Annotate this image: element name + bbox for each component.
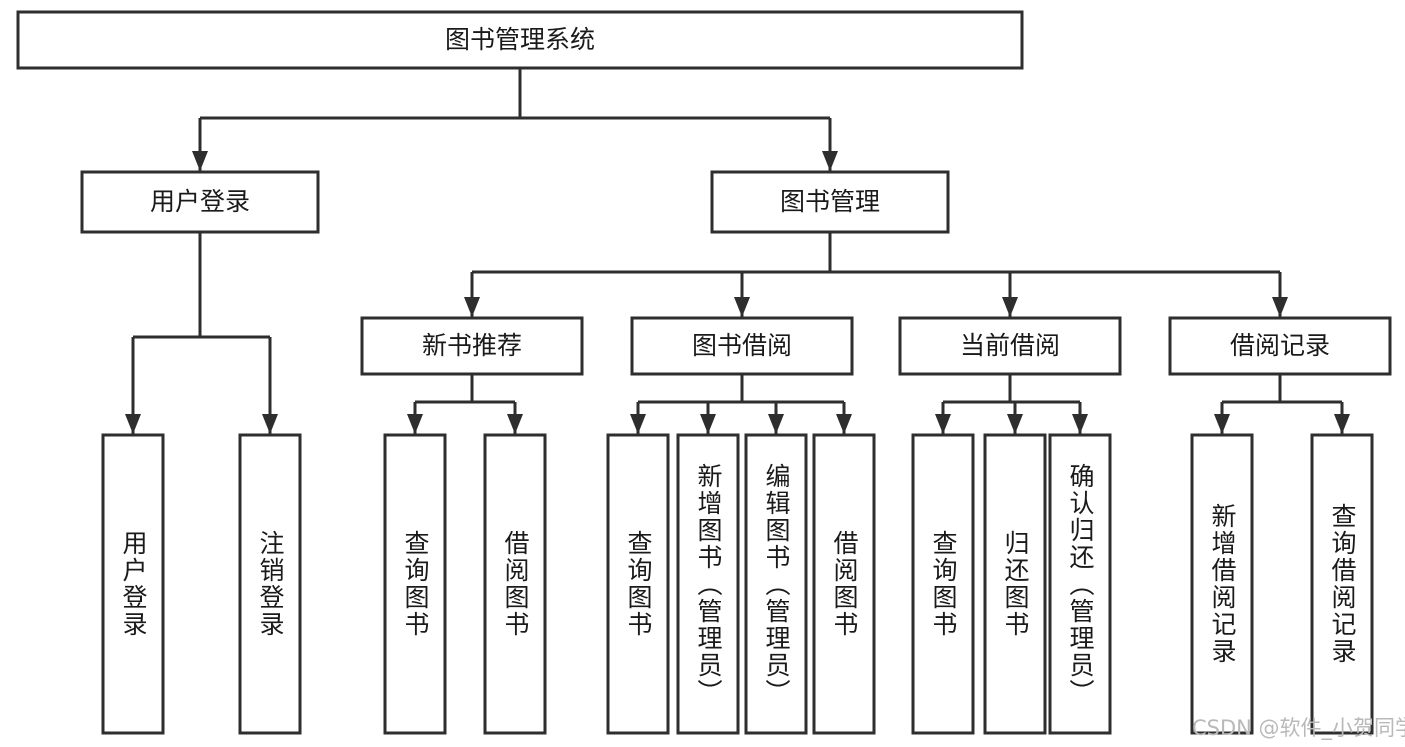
connector-layer [125, 68, 1350, 434]
node-box-leaf-cur-query[interactable] [911, 433, 975, 735]
arrow-head-leaf-cur-confirm [1072, 414, 1088, 434]
node-box-leaf-user-logout[interactable] [238, 433, 302, 735]
box-layer [16, 10, 1392, 735]
node-box-borrow-record[interactable] [1168, 316, 1392, 376]
node-label-book-borrow: 图书借阅 [692, 331, 792, 360]
arrow-head-leaf-user-login [125, 414, 141, 434]
node-box-leaf-rec-add[interactable] [1190, 433, 1254, 735]
node-box-leaf-rec-borrow[interactable] [483, 433, 547, 735]
node-box-leaf-borrow-query[interactable] [606, 433, 670, 735]
node-box-current-borrow[interactable] [898, 316, 1122, 376]
node-box-leaf-cur-confirm[interactable] [1048, 433, 1112, 735]
node-label-borrow-record: 借阅记录 [1230, 331, 1330, 360]
node-box-leaf-user-login[interactable] [101, 433, 165, 735]
node-box-leaf-cur-return[interactable] [983, 433, 1047, 735]
arrow-head-leaf-cur-return [1007, 414, 1023, 434]
node-box-book-manage[interactable] [710, 170, 950, 234]
node-box-new-book-rec[interactable] [360, 316, 584, 376]
arrow-head-leaf-rec-query [407, 414, 423, 434]
arrow-head-borrow-record [1272, 297, 1288, 317]
node-label-user-login: 用户登录 [150, 187, 250, 216]
arrow-head-leaf-rec-add [1214, 414, 1230, 434]
arrow-head-leaf-rec-query2 [1334, 414, 1350, 434]
node-label-current-borrow: 当前借阅 [960, 331, 1060, 360]
node-box-leaf-borrow-add[interactable] [676, 433, 740, 735]
node-box-book-borrow[interactable] [630, 316, 854, 376]
node-box-leaf-borrow-lend[interactable] [812, 433, 876, 735]
node-label-root: 图书管理系统 [445, 25, 595, 54]
arrow-head-leaf-borrow-lend [836, 414, 852, 434]
node-box-user-login[interactable] [80, 170, 320, 234]
arrow-head-leaf-borrow-edit [768, 414, 784, 434]
watermark-text: CSDN @软件_小贺同学 [1192, 716, 1405, 740]
node-box-root[interactable] [16, 10, 1024, 70]
arrow-head-book-borrow [734, 297, 750, 317]
arrow-head-leaf-user-logout [262, 414, 278, 434]
arrow-head-new-book-rec [464, 297, 480, 317]
node-label-book-manage: 图书管理 [780, 187, 880, 216]
arrow-head-leaf-borrow-query [630, 414, 646, 434]
arrow-head-leaf-borrow-add [700, 414, 716, 434]
arrow-head-user-login [192, 151, 208, 171]
node-box-leaf-borrow-edit[interactable] [744, 433, 808, 735]
arrow-head-leaf-rec-borrow [507, 414, 523, 434]
node-box-leaf-rec-query2[interactable] [1310, 433, 1374, 735]
arrow-head-leaf-cur-query [935, 414, 951, 434]
node-label-new-book-rec: 新书推荐 [422, 331, 522, 360]
arrow-head-book-manage [822, 151, 838, 171]
arrow-head-current-borrow [1002, 297, 1018, 317]
node-box-leaf-rec-query[interactable] [383, 433, 447, 735]
